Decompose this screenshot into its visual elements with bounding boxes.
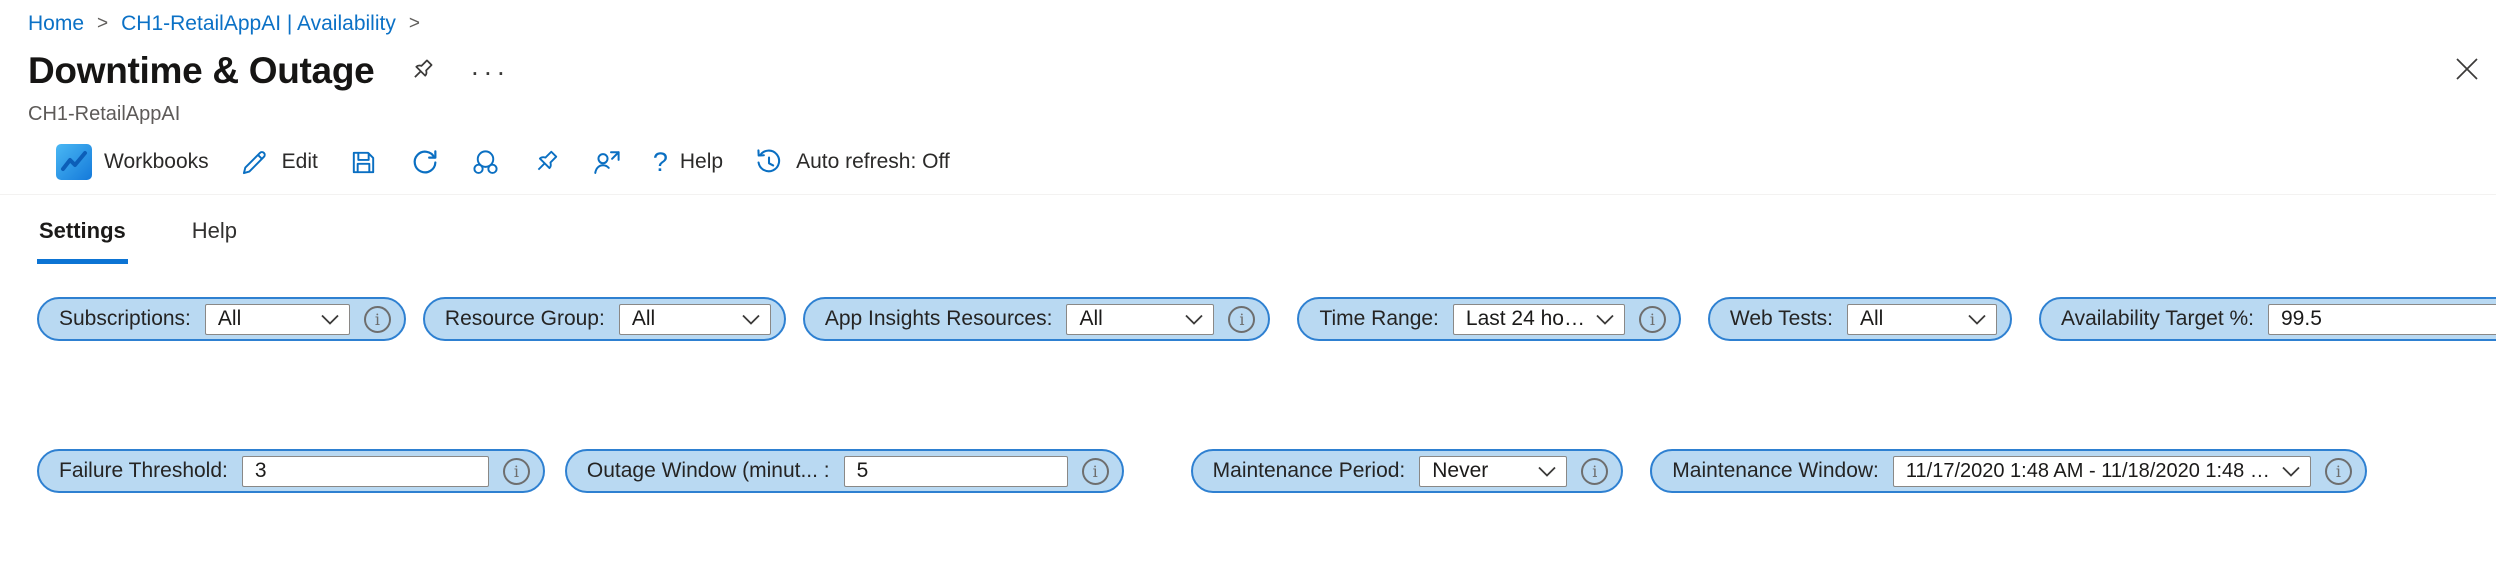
breadcrumb: Home > CH1-RetailAppAI | Availability > [28,12,433,36]
dropdown-value: All [631,307,656,330]
time-range-dropdown[interactable]: Last 24 hours [1452,303,1625,335]
param-resource-group: Resource Group: All [422,297,786,341]
ellipsis-icon: ··· [470,57,510,87]
command-bar: Workbooks Edit [56,136,950,188]
dropdown-value: All [1860,307,1884,330]
chevron-down-icon [1538,459,1556,483]
share-nodes-button[interactable] [470,147,501,178]
breadcrumb-separator: > [408,13,420,34]
dropdown-value: All [1079,307,1103,330]
header: Downtime & Outage ··· [28,50,509,92]
availability-target-input[interactable] [2268,303,2496,335]
workbooks-label: Workbooks [104,150,209,173]
param-availability-target: Availability Target %: i [2039,297,2496,341]
param-app-insights-resources: App Insights Resources: All i [802,297,1271,341]
workbooks-logo-icon [56,144,92,180]
info-icon[interactable]: i [1581,457,1609,485]
param-label: Subscriptions: [59,307,191,330]
pin-dashboard-button[interactable] [408,56,436,87]
info-icon[interactable]: i [1228,305,1256,333]
param-label: Web Tests: [1729,307,1833,330]
refresh-button[interactable] [409,147,440,178]
save-button[interactable] [348,147,379,178]
tab-settings[interactable]: Settings [37,216,128,264]
auto-refresh-button[interactable]: Auto refresh: Off [753,147,950,178]
chevron-down-icon [1968,307,1986,331]
subscriptions-dropdown[interactable]: All [204,303,350,335]
param-maintenance-period: Maintenance Period: Never i [1190,449,1624,493]
dropdown-value: Last 24 hours [1465,307,1588,330]
dropdown-value: 11/17/2020 1:48 AM - 11/18/2020 1:48 PM [1905,459,2274,482]
dropdown-value: Never [1432,459,1489,482]
breadcrumb-separator: > [97,13,109,34]
chevron-down-icon [321,307,339,331]
outage-window-input[interactable] [843,455,1068,487]
save-icon [348,147,379,178]
close-icon [2454,58,2480,85]
info-icon[interactable]: i [2324,457,2352,485]
param-label: App Insights Resources: [824,307,1053,330]
param-label: Failure Threshold: [59,459,228,482]
web-tests-dropdown[interactable]: All [1847,303,1997,335]
parameter-row-1: Subscriptions: All i Resource Group: All… [37,297,2496,341]
share-report-button[interactable] [591,146,623,178]
app-insights-resources-dropdown[interactable]: All [1066,303,1215,335]
chevron-down-icon [2282,459,2300,483]
param-label: Availability Target %: [2061,307,2254,330]
chevron-down-icon [1596,307,1614,331]
param-failure-threshold: Failure Threshold: i [37,449,545,493]
toolbar-divider [0,194,2496,195]
param-outage-window: Outage Window (minut... : i [564,449,1124,493]
info-icon[interactable]: i [363,305,391,333]
help-label: Help [679,150,724,173]
edit-button[interactable]: Edit [239,147,318,178]
edit-label: Edit [281,150,318,173]
param-label: Maintenance Period: [1212,459,1406,482]
close-button[interactable] [2454,56,2480,85]
pin-icon [408,56,436,87]
person-share-icon [591,146,623,178]
help-button[interactable]: ? Help [652,146,724,177]
page-title: Downtime & Outage [28,50,375,91]
share-nodes-icon [470,147,501,178]
breadcrumb-link-home[interactable]: Home [28,12,85,35]
info-icon[interactable]: i [1638,305,1666,333]
pencil-icon [239,147,270,178]
pin-button[interactable] [531,147,561,177]
maintenance-period-dropdown[interactable]: Never [1419,455,1568,487]
failure-threshold-input[interactable] [241,455,489,487]
auto-refresh-label: Auto refresh: Off [796,150,950,173]
tab-bar: Settings Help [37,216,239,264]
param-maintenance-window: Maintenance Window: 11/17/2020 1:48 AM -… [1650,449,2367,493]
chevron-down-icon [742,307,760,331]
param-label: Resource Group: [444,307,605,330]
param-label: Maintenance Window: [1672,459,1879,482]
resource-group-dropdown[interactable]: All [618,303,771,335]
param-time-range: Time Range: Last 24 hours i [1297,297,1681,341]
workbooks-gallery-button[interactable]: Workbooks [56,144,209,180]
tab-help[interactable]: Help [190,216,239,264]
chevron-down-icon [1185,307,1204,331]
refresh-icon [409,147,440,178]
history-clock-icon [753,147,784,178]
dropdown-value: All [217,307,242,330]
resource-subtitle: CH1-RetailAppAI [28,103,181,125]
maintenance-window-dropdown[interactable]: 11/17/2020 1:48 AM - 11/18/2020 1:48 PM [1892,455,2311,487]
param-subscriptions: Subscriptions: All i [37,297,406,341]
info-icon[interactable]: i [502,457,530,485]
breadcrumb-link-availability[interactable]: CH1-RetailAppAI | Availability [121,12,396,35]
help-icon: ? [652,146,668,177]
parameter-row-2: Failure Threshold: i Outage Window (minu… [37,449,2367,493]
param-web-tests: Web Tests: All [1707,297,2012,341]
param-label: Outage Window (minut... : [586,459,830,482]
info-icon[interactable]: i [1081,457,1109,485]
more-options-button[interactable]: ··· [470,57,510,87]
pin-icon [531,147,561,177]
param-label: Time Range: [1319,307,1439,330]
